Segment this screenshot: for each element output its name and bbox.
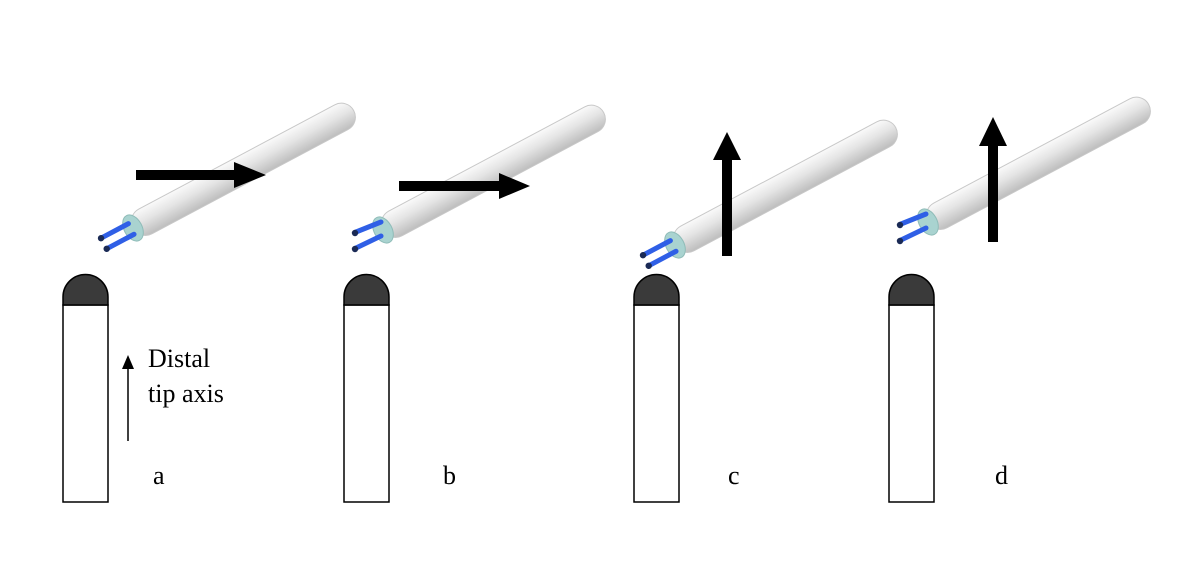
electrode-body xyxy=(888,304,935,503)
electrode-a xyxy=(62,273,109,503)
lead-wires xyxy=(639,238,679,269)
panel-label-a: a xyxy=(153,461,165,490)
panel-a: Distal tip axis a xyxy=(62,102,356,503)
cable-sheath xyxy=(672,119,898,253)
lead-wires xyxy=(97,221,137,252)
electrode-body xyxy=(343,304,390,503)
electrode-d xyxy=(888,273,935,503)
axis-label-line2: tip axis xyxy=(148,379,224,408)
electrode-tip xyxy=(888,273,935,306)
electrode-tip xyxy=(633,273,680,306)
electrode-tip xyxy=(343,273,390,306)
direction-arrow-horizontal xyxy=(136,162,266,188)
cable-d xyxy=(896,96,1151,245)
panel-b: b xyxy=(343,104,606,503)
distal-tip-axis-indicator: Distal tip axis xyxy=(122,344,224,441)
cable-b xyxy=(351,104,606,253)
cable-sheath xyxy=(380,104,606,238)
direction-arrow-vertical xyxy=(713,132,741,256)
cable-c xyxy=(639,119,898,269)
direction-arrow-horizontal xyxy=(399,173,530,199)
lead-wires xyxy=(896,211,929,245)
electrode-tip xyxy=(62,273,109,306)
lead-wires xyxy=(351,219,384,253)
electrode-b xyxy=(343,273,390,503)
electrode-c xyxy=(633,273,680,503)
electrode-body xyxy=(633,304,680,503)
panel-label-c: c xyxy=(728,461,740,490)
direction-arrow-vertical xyxy=(979,117,1007,242)
panel-d: d xyxy=(888,96,1151,503)
axis-label-line1: Distal xyxy=(148,344,210,373)
panel-label-d: d xyxy=(995,461,1008,490)
panel-label-b: b xyxy=(443,461,456,490)
cable-sheath xyxy=(925,96,1151,230)
panel-c: c xyxy=(633,119,898,503)
electrode-body xyxy=(62,304,109,503)
axis-arrow-head xyxy=(122,355,134,369)
